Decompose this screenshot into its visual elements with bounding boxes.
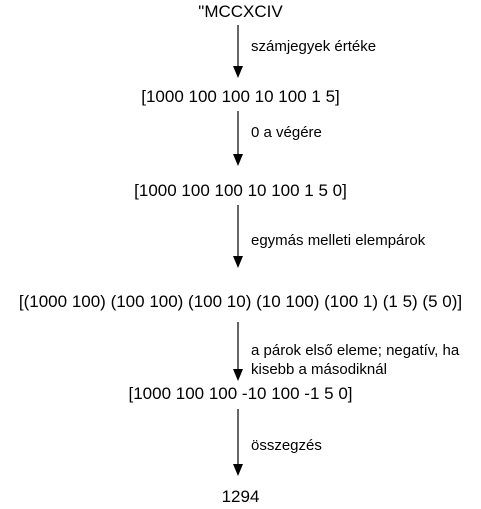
arrow-3: [233, 205, 243, 268]
transition-label-summation: összegzés: [251, 437, 322, 454]
step-zero-appended: [1000 100 100 10 100 1 5 0]: [134, 181, 347, 200]
step-adjacent-pairs: [(1000 100) (100 100) (100 10) (10 100) …: [18, 292, 463, 311]
step-signed-values: [1000 100 100 -10 100 -1 5 0]: [128, 384, 353, 403]
transition-label-digit-values: számjegyek értéke: [251, 38, 377, 55]
step-roman-numeral: "MCCXCIV: [198, 2, 283, 21]
step-digit-values: [1000 100 100 10 100 1 5]: [141, 87, 340, 106]
arrow-5: [233, 409, 243, 476]
arrow-2: [233, 111, 243, 166]
transition-label-pairs: egymás melleti elempárok: [251, 232, 426, 249]
transition-label-first-element-line-2: kisebb a másodiknál: [251, 361, 387, 378]
arrow-1-head: [233, 66, 243, 78]
arrow-1: [233, 25, 243, 78]
arrow-3-head: [233, 256, 243, 268]
arrow-2-head: [233, 154, 243, 166]
arrow-4-head: [233, 369, 243, 381]
step-result: 1294: [221, 487, 260, 506]
arrow-5-head: [233, 464, 243, 476]
transition-label-first-element-line-1: a párok első eleme; negatív, ha: [251, 342, 460, 359]
arrow-4: [233, 322, 243, 381]
transition-label-append-zero: 0 a végére: [251, 124, 322, 141]
